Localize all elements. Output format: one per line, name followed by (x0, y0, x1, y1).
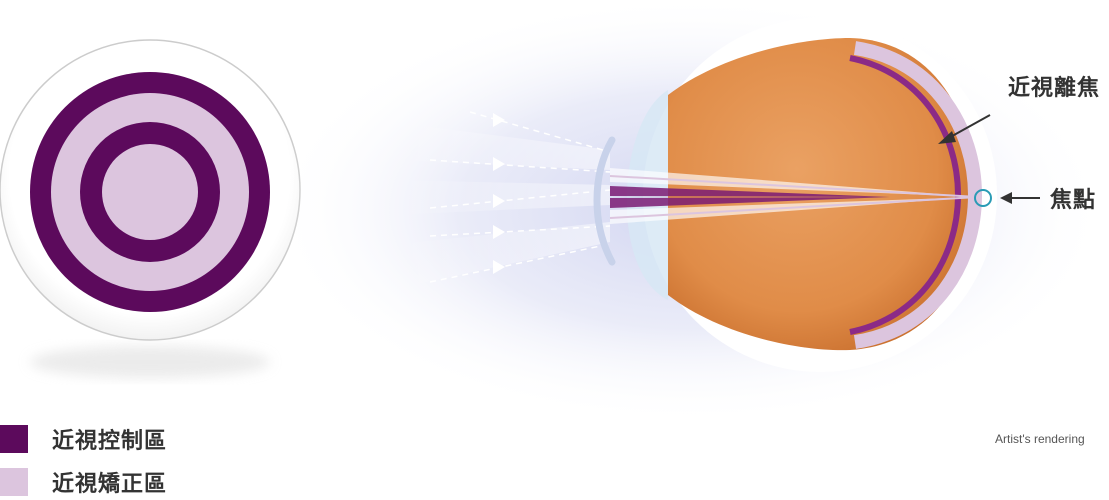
focal-point-label: 焦點 (1050, 182, 1096, 214)
legend-label-correction: 近視矯正區 (52, 466, 167, 498)
eye-illustration (270, 0, 1109, 425)
myopic-defocus-label: 近視離焦 (1008, 70, 1100, 102)
legend-swatch-control (0, 425, 28, 453)
artist-rendering-note: Artist's rendering (995, 432, 1085, 446)
legend-label-control: 近視控制區 (52, 423, 167, 455)
legend-item-correction-zone: 近視矯正區 (0, 466, 167, 498)
legend-swatch-correction (0, 468, 28, 496)
contact-lens (0, 40, 300, 378)
lens-center-correction (102, 144, 198, 240)
legend-item-control-zone: 近視控制區 (0, 423, 167, 455)
